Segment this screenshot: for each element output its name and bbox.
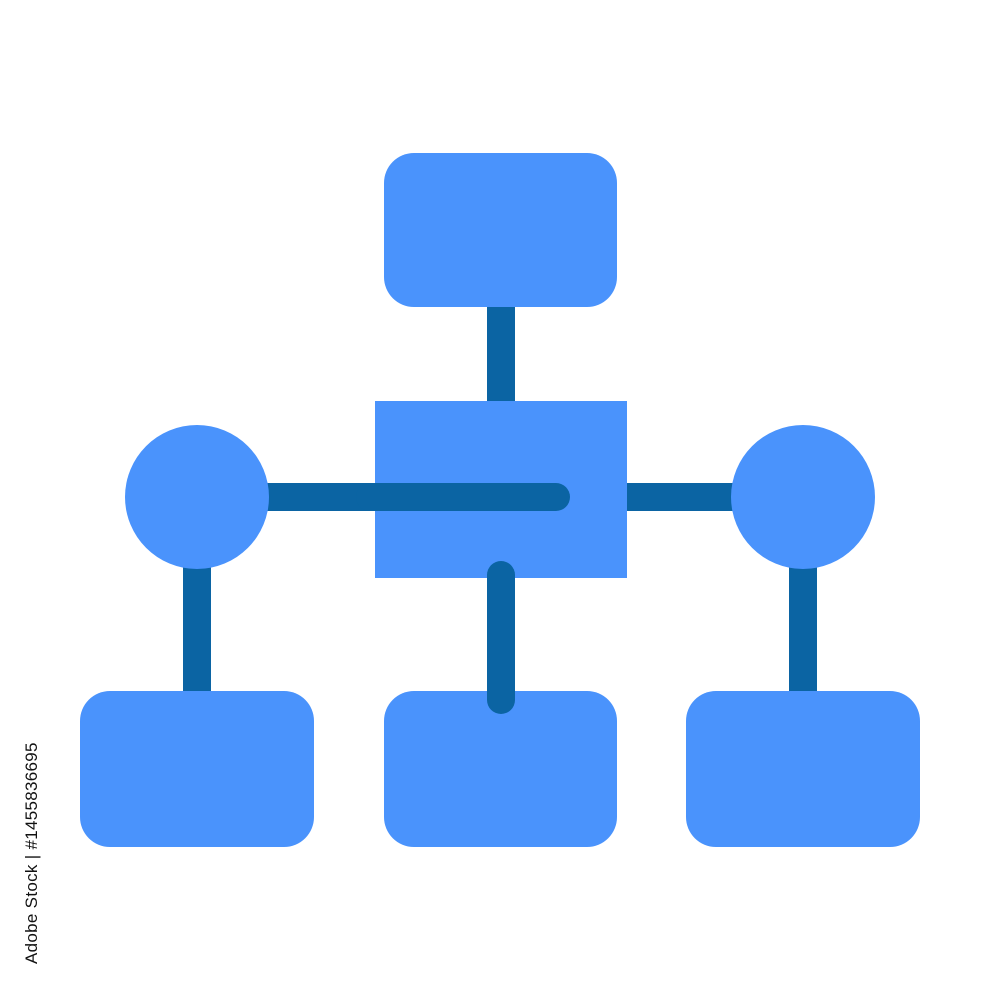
- top-node: [384, 153, 617, 307]
- left-hub-node: [125, 425, 269, 569]
- bottom-left-node: [80, 691, 314, 847]
- bottom-center-node: [384, 691, 617, 847]
- bottom-right-node: [686, 691, 920, 847]
- stock-id-caption: Adobe Stock | #1455836695: [22, 742, 41, 964]
- nodes: [80, 153, 920, 847]
- connectors: [183, 286, 817, 700]
- center-node-details: [356, 483, 570, 714]
- right-hub-node: [731, 425, 875, 569]
